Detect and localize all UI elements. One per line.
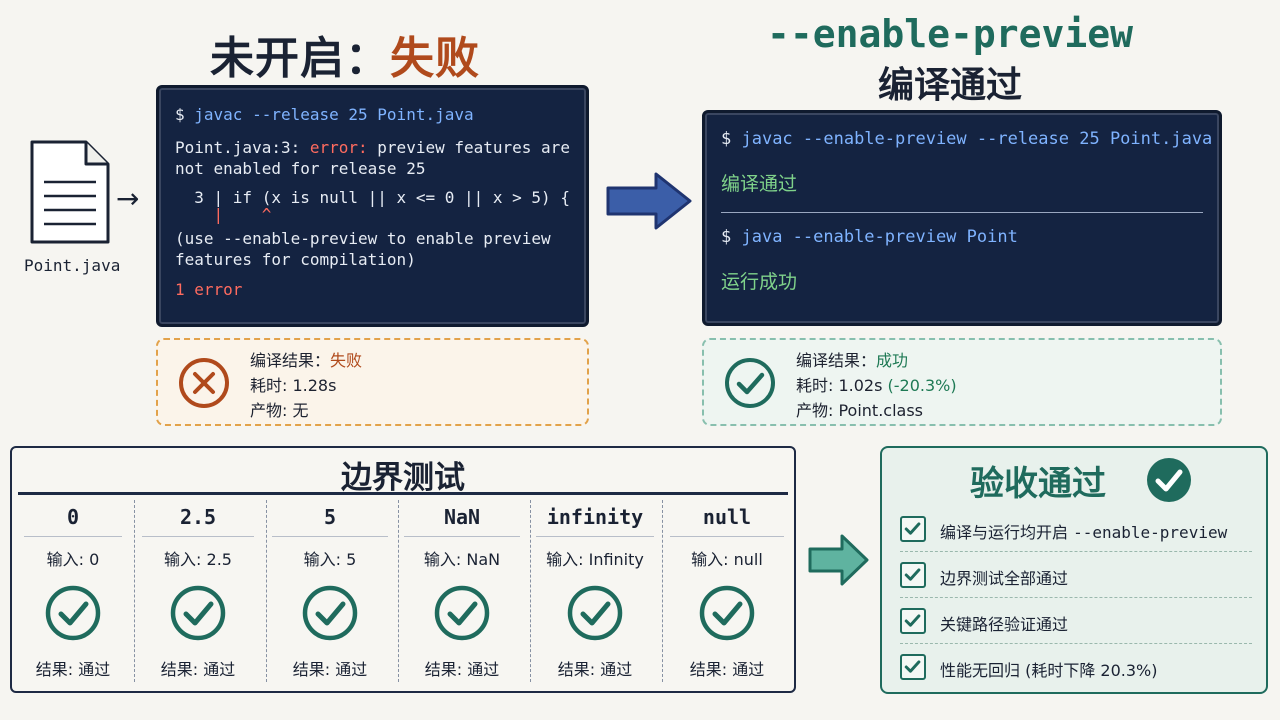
terminal-hint-line: (use --enable-preview to enable preview <box>175 229 551 248</box>
boundary-test-column: 0 输入: 0 结果: 通过 <box>18 498 128 684</box>
checkbox-checked-icon <box>900 654 926 680</box>
file-icon <box>30 140 110 244</box>
acceptance-item-label: 关键路径验证通过 <box>940 615 1069 634</box>
terminal-compile-fail: $ javac --release 25 Point.java Point.ja… <box>156 85 589 327</box>
terminal-run-command: $ java --enable-preview Point <box>721 227 1018 247</box>
check-circle-icon <box>170 585 226 641</box>
check-circle-icon <box>45 585 101 641</box>
acceptance-item-label: 编译与运行均开启 --enable-preview <box>940 523 1228 542</box>
acceptance-item: 编译与运行均开启 --enable-preview <box>900 506 1252 552</box>
terminal-compile-result: 编译通过 <box>721 173 798 195</box>
boundary-test-value: 2.5 <box>179 505 217 529</box>
terminal-error-line-2: not enabled for release 25 <box>175 159 426 178</box>
boundary-test-input: 输入: Infinity <box>546 550 644 569</box>
compile-result-fail-details: 编译结果：失败 耗时: 1.28s 产物: 无 <box>250 351 363 420</box>
acceptance-item-label: 性能无回归 (耗时下降 20.3%) <box>940 661 1158 680</box>
terminal-code-line: 3 | if (x is null || x <= 0 || x > 5) { <box>175 188 570 207</box>
checkbox-checked-icon <box>900 562 926 588</box>
boundary-test-header-rule <box>404 536 520 537</box>
compile-result-ok-card: 编译结果：成功 耗时: 1.02s (-20.3%) 产物: Point.cla… <box>702 338 1222 426</box>
acceptance-item-label: 边界测试全部通过 <box>940 569 1069 588</box>
boundary-test-column: 5 输入: 5 结果: 通过 <box>266 498 394 684</box>
title-compile-disabled: 未开启：失败 <box>210 22 480 86</box>
column-separator <box>530 500 531 682</box>
column-separator <box>134 500 135 682</box>
boundary-test-header-rule <box>272 536 388 537</box>
boundary-test-input: 输入: 5 <box>303 550 357 569</box>
boundary-test-result: 结果: 通过 <box>160 660 236 679</box>
acceptance-item: 性能无回归 (耗时下降 20.3%) <box>900 644 1252 690</box>
boundary-test-result: 结果: 通过 <box>557 660 633 679</box>
boundary-test-column: 2.5 输入: 2.5 结果: 通过 <box>136 498 260 684</box>
column-separator <box>398 500 399 682</box>
arrow-right-icon <box>606 172 692 230</box>
boundary-test-column: NaN 输入: NaN 结果: 通过 <box>398 498 526 684</box>
acceptance-title: 验收通过 <box>970 464 1106 504</box>
check-circle-icon <box>725 358 775 408</box>
title-enable-preview-flag: --enable-preview <box>766 12 1134 56</box>
boundary-test-header-rule <box>536 536 654 537</box>
terminal-error-count: 1 error <box>175 280 243 299</box>
boundary-test-result: 结果: 通过 <box>35 660 111 679</box>
check-circle-icon <box>699 585 755 641</box>
boundary-test-column: null 输入: null 结果: 通过 <box>664 498 790 684</box>
boundary-test-title: 边界测试 <box>341 460 465 496</box>
boundary-test-result: 结果: 通过 <box>424 660 500 679</box>
boundary-test-value: infinity <box>546 505 644 529</box>
boundary-test-value: NaN <box>443 505 481 529</box>
title-fail-status: 失败 <box>390 33 480 84</box>
column-separator <box>662 500 663 682</box>
terminal-error-line: Point.java:3: error: preview features ar… <box>175 138 570 157</box>
check-circle-icon <box>434 585 490 641</box>
check-circle-icon <box>302 585 358 641</box>
check-badge-icon <box>1147 458 1191 502</box>
terminal-command-line: $ javac --enable-preview --release 25 Po… <box>721 129 1213 149</box>
acceptance-item: 边界测试全部通过 <box>900 552 1252 598</box>
arrow-right-icon: → <box>116 182 140 215</box>
column-separator <box>266 500 267 682</box>
acceptance-panel <box>880 446 1268 694</box>
checkbox-checked-icon <box>900 608 926 634</box>
checkbox-checked-icon <box>900 516 926 542</box>
terminal-command-line: $ javac --release 25 Point.java <box>175 105 474 124</box>
boundary-test-input: 输入: null <box>691 550 763 569</box>
boundary-test-panel <box>10 446 796 693</box>
boundary-test-header-rule <box>142 536 254 537</box>
acceptance-item: 关键路径验证通过 <box>900 598 1252 644</box>
terminal-caret-line: | ^ <box>175 205 272 224</box>
boundary-test-column: infinity 输入: Infinity 结果: 通过 <box>530 498 660 684</box>
compile-result-fail-card: 编译结果：失败 耗时: 1.28s 产物: 无 <box>156 338 589 426</box>
terminal-hint-line-2: features for compilation) <box>175 250 416 269</box>
terminal-run-result: 运行成功 <box>721 271 798 293</box>
title-prefix: 未开启： <box>210 33 390 84</box>
compile-result-ok-details: 编译结果：成功 耗时: 1.02s (-20.3%) 产物: Point.cla… <box>796 351 957 420</box>
boundary-test-input: 输入: NaN <box>423 550 501 569</box>
boundary-test-input: 输入: 2.5 <box>164 550 232 569</box>
boundary-test-header-rule <box>24 536 122 537</box>
title-compile-passed: 编译通过 <box>877 65 1022 106</box>
boundary-test-result: 结果: 通过 <box>292 660 368 679</box>
boundary-test-input: 输入: 0 <box>46 550 100 569</box>
arrow-right-icon <box>808 534 869 586</box>
boundary-test-result: 结果: 通过 <box>689 660 765 679</box>
check-circle-icon <box>567 585 623 641</box>
terminal-divider <box>721 212 1203 213</box>
boundary-test-value: null <box>702 505 752 529</box>
boundary-test-value: 0 <box>66 505 80 529</box>
boundary-test-header-rule <box>670 536 784 537</box>
x-circle-icon <box>179 358 229 408</box>
terminal-compile-pass: $ javac --enable-preview --release 25 Po… <box>702 110 1222 326</box>
boundary-test-value: 5 <box>323 505 337 529</box>
file-label: Point.java <box>24 256 121 275</box>
boundary-test-rule <box>18 492 788 495</box>
